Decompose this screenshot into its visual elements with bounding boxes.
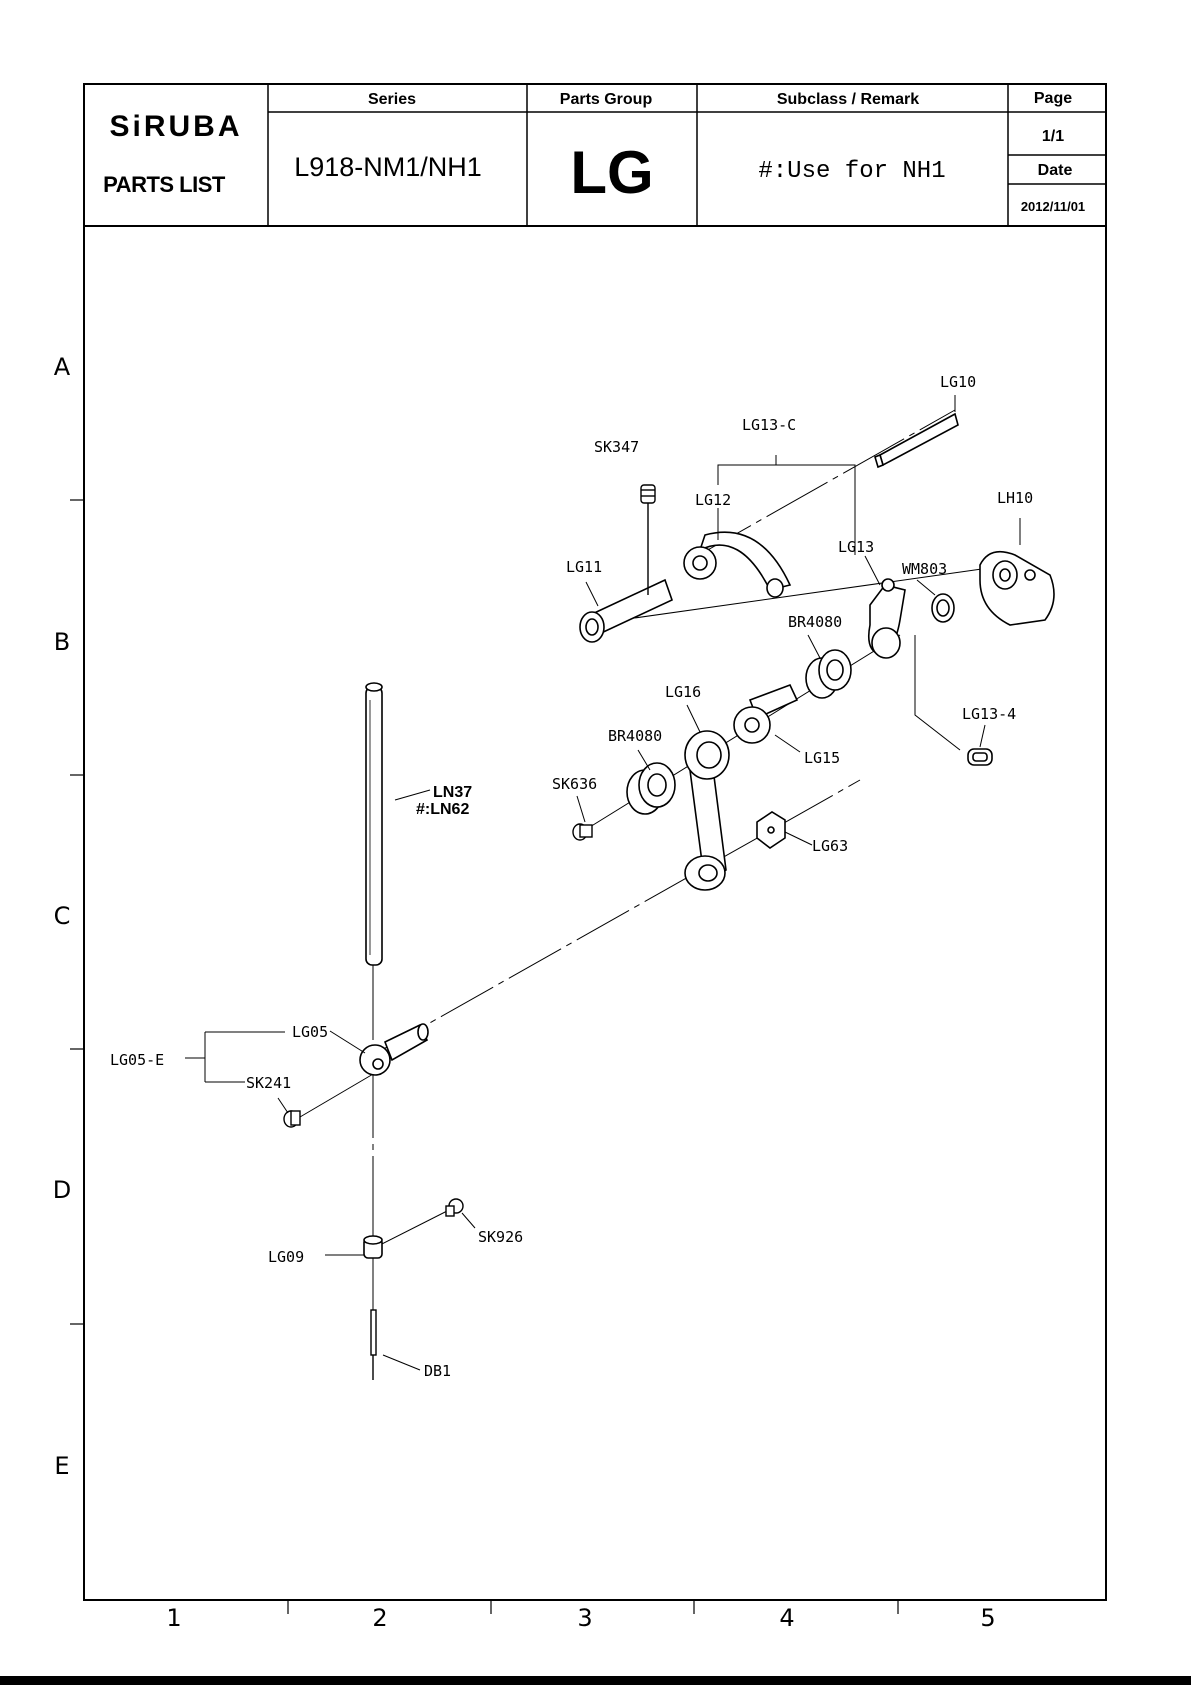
row-markers: A B C D E xyxy=(53,353,71,1480)
brand-logo: SiRUBA xyxy=(109,110,242,143)
label-br4080-lower: BR4080 xyxy=(608,727,662,745)
label-lg12: LG12 xyxy=(695,491,731,509)
label-lg05-e: LG05-E xyxy=(110,1051,164,1069)
column-marker-3: 3 xyxy=(577,1604,592,1632)
label-br4080-upper: BR4080 xyxy=(788,613,842,631)
subclass-remark: #:Use for NH1 xyxy=(758,158,945,185)
lever-lg13 xyxy=(869,579,905,658)
collar-lg09 xyxy=(364,1236,382,1258)
label-sk636: SK636 xyxy=(552,775,597,793)
screw-sk636 xyxy=(573,824,592,840)
label-lg10: LG10 xyxy=(940,373,976,391)
row-ticks xyxy=(70,500,84,1324)
leader-lines xyxy=(185,395,1020,1370)
series-label: Series xyxy=(368,91,416,108)
row-marker-b: B xyxy=(54,628,70,656)
housing-lh10 xyxy=(980,552,1054,625)
bearing-br4080-lower xyxy=(627,763,675,814)
date-value: 2012/11/01 xyxy=(1021,199,1085,214)
needle-db1 xyxy=(371,1310,376,1380)
column-marker-1: 1 xyxy=(166,1604,181,1632)
label-lg13: LG13 xyxy=(838,538,874,556)
column-markers: 1 2 3 4 5 xyxy=(166,1604,995,1632)
washer-wm803 xyxy=(932,594,954,622)
column-marker-5: 5 xyxy=(980,1604,995,1632)
screw-sk347 xyxy=(641,485,655,595)
label-lg13-4: LG13-4 xyxy=(962,705,1016,723)
label-ln62: #:LN62 xyxy=(416,801,469,818)
subclass-label: Subclass / Remark xyxy=(777,91,919,108)
label-lg13-c: LG13-C xyxy=(742,416,796,434)
parts-group-value: LG xyxy=(570,139,653,206)
part-labels: LG10 LG13-C SK347 LG12 LH10 LG11 LG13 WM… xyxy=(110,373,1033,1380)
label-lh10: LH10 xyxy=(997,489,1033,507)
date-label: Date xyxy=(1038,162,1073,179)
label-lg11: LG11 xyxy=(566,558,602,576)
screw-sk241 xyxy=(284,1111,300,1127)
parts-group-label: Parts Group xyxy=(560,91,653,108)
label-wm803: WM803 xyxy=(902,560,947,578)
document-type: PARTS LIST xyxy=(103,172,226,197)
page-value: 1/1 xyxy=(1042,128,1064,145)
label-sk347: SK347 xyxy=(594,438,639,456)
label-db1: DB1 xyxy=(424,1362,451,1380)
bar-lg10 xyxy=(875,414,958,467)
eccentric-lg15 xyxy=(734,685,797,743)
row-marker-c: C xyxy=(54,902,71,930)
connecting-rod-lg16 xyxy=(685,731,729,890)
bearing-br4080-upper xyxy=(806,650,851,698)
page-label: Page xyxy=(1034,90,1072,107)
row-marker-a: A xyxy=(54,353,71,381)
row-marker-e: E xyxy=(54,1452,69,1480)
part-labels-bold: LN37 #:LN62 xyxy=(416,784,472,818)
label-lg15: LG15 xyxy=(804,749,840,767)
slider-lg13-4 xyxy=(968,749,992,765)
needle-bar-rod-ln37 xyxy=(366,683,382,965)
shaft-lg11 xyxy=(580,580,672,642)
column-marker-2: 2 xyxy=(372,1604,387,1632)
label-lg05: LG05 xyxy=(292,1023,328,1041)
series-value: L918-NM1/NH1 xyxy=(294,152,482,182)
label-lg09: LG09 xyxy=(268,1248,304,1266)
lever-lg12 xyxy=(684,532,790,597)
label-lg63: LG63 xyxy=(812,837,848,855)
block-lg63 xyxy=(757,812,785,848)
header-table xyxy=(84,84,1106,1600)
column-marker-4: 4 xyxy=(779,1604,794,1632)
screw-sk926 xyxy=(446,1199,463,1216)
crank-lg05 xyxy=(360,1024,428,1075)
row-marker-d: D xyxy=(53,1176,71,1204)
label-ln37: LN37 xyxy=(433,784,472,801)
label-sk926: SK926 xyxy=(478,1228,523,1246)
assembly-axis-lines xyxy=(300,410,1010,1380)
label-lg16: LG16 xyxy=(665,683,701,701)
page-bottom-bar xyxy=(0,1676,1191,1685)
label-sk241: SK241 xyxy=(246,1074,291,1092)
